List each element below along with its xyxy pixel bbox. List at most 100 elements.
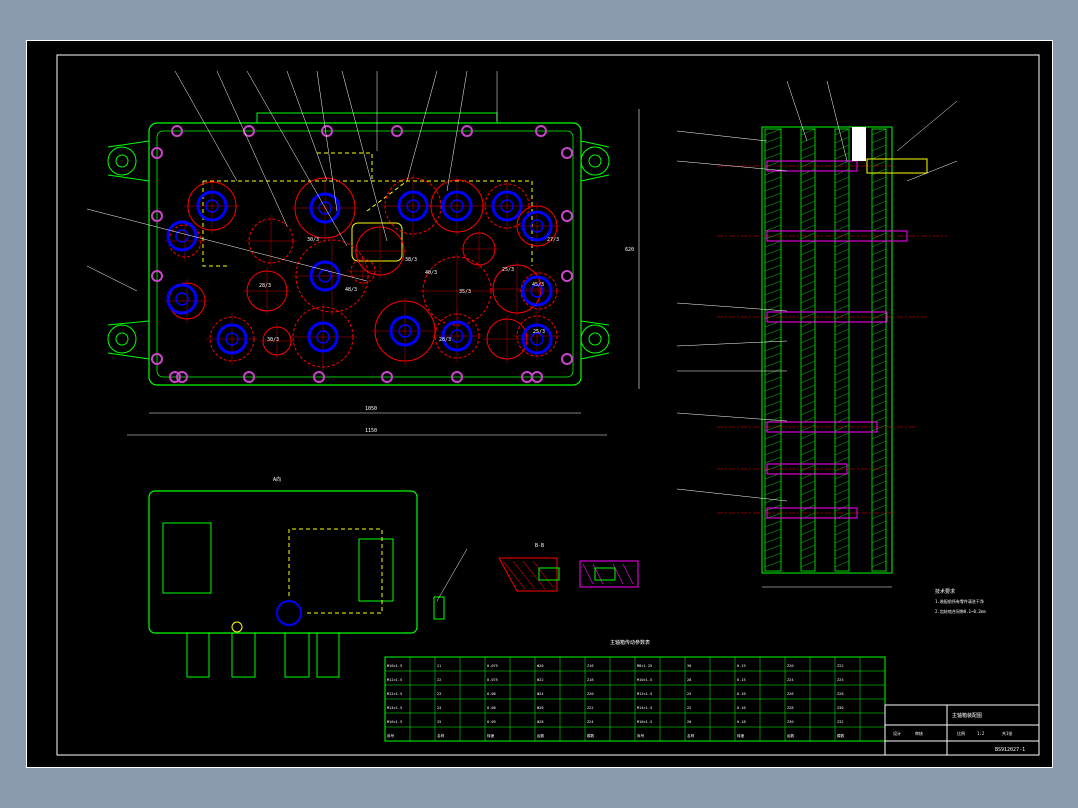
hatch-line: [764, 296, 782, 304]
hatch-line: [871, 256, 887, 264]
hatch-line: [871, 272, 887, 280]
hatch-line: [834, 224, 850, 232]
title-block-frame: [884, 704, 1040, 756]
hatch-line: [764, 304, 782, 312]
table-cell: 0.16: [737, 692, 746, 696]
side-window-left: [162, 522, 212, 594]
shaft-3: [766, 421, 878, 433]
table-cell: 22: [437, 678, 441, 682]
hatch-line: [871, 472, 887, 480]
hatch-line: [834, 304, 850, 312]
hatch-line: [834, 208, 850, 216]
plan-view[interactable]: 28/330/348/338/340/335/325/345/327/330/3…: [86, 70, 640, 436]
ear-bl-hole: [115, 332, 129, 346]
detail-c-seal: [594, 567, 616, 581]
side-view[interactable]: A向: [148, 476, 468, 678]
hatch-line: [834, 544, 850, 552]
ear-bl: [107, 324, 137, 354]
hatch-line: [834, 360, 850, 368]
hatch-line: [764, 144, 782, 152]
hatch-line: [800, 544, 816, 552]
hatch-line: [834, 336, 850, 344]
detail-views: B-B: [498, 543, 639, 592]
spindle-13: [521, 210, 553, 242]
hatch-line: [871, 456, 887, 464]
spindle-bore-10: [450, 329, 464, 343]
table-cell: 0.075: [487, 664, 498, 668]
section-hatch: [764, 128, 887, 572]
hatch-line: [871, 544, 887, 552]
hatch-line: [800, 368, 816, 376]
spindle-bore-11: [530, 332, 544, 346]
hatch-line: [834, 240, 850, 248]
gear-label-layer: 28/330/348/338/340/335/325/345/327/330/3…: [259, 237, 559, 343]
hatch-line: [800, 528, 816, 536]
table-header-cell: 名称: [687, 733, 695, 738]
table-cell: Z22: [837, 664, 844, 668]
drawing-canvas[interactable]: 28/330/348/338/340/335/325/345/327/330/3…: [27, 41, 1054, 769]
hatch-line: [834, 296, 850, 304]
table-cell: M10×1.5: [637, 678, 652, 682]
hatch-line: [871, 176, 887, 184]
hatch-line: [800, 336, 816, 344]
hatch-line: [764, 272, 782, 280]
hatch-line: [834, 344, 850, 352]
shaft-0: [766, 160, 858, 172]
section-top-block: [852, 127, 866, 161]
hatch-line: [871, 520, 887, 528]
hatch-line: [764, 368, 782, 376]
hatch-line: [764, 424, 782, 432]
hatch-line: [800, 184, 816, 192]
section-view[interactable]: 技术要求 1.装配前所有零件清洗干净 2.齿轮啮合间隙0.1~0.2mm: [676, 80, 986, 614]
part-name: 主轴箱装配图: [952, 712, 982, 719]
table-header-cell: 齿数: [537, 733, 545, 738]
hatch-line: [764, 456, 782, 464]
hatch-line: [871, 496, 887, 504]
hatch-line: [871, 152, 887, 160]
hatch-line: [764, 256, 782, 264]
title-block[interactable]: 主轴箱装配图 设计 审核 比例 1:2 共1张 BS912027-1: [884, 704, 1040, 756]
table-cell: Z28: [787, 706, 794, 710]
side-view-title: A向: [273, 476, 281, 483]
bolt-21: [531, 371, 543, 383]
spindle-7: [216, 323, 248, 355]
hatch-line: [834, 536, 850, 544]
hatch-line: [800, 536, 816, 544]
hatch-line: [800, 384, 816, 392]
spindle-9: [389, 315, 421, 347]
hatch-line: [764, 440, 782, 448]
bolt-2: [321, 125, 333, 137]
table-cell: M16×1.5: [387, 720, 402, 724]
housing-inner: [156, 130, 574, 378]
spindle-8: [307, 321, 339, 353]
bolt-6: [151, 147, 163, 159]
table-cell: 0.075: [487, 678, 498, 682]
hatch-line: [764, 560, 782, 568]
section-leaders: [676, 80, 958, 502]
hatch-line: [871, 224, 887, 232]
hatch-line: [764, 384, 782, 392]
hatch-line: [871, 448, 887, 456]
hatch-line: [800, 152, 816, 160]
table-cell: 25: [687, 692, 691, 696]
hatch-line: [834, 376, 850, 384]
hatch-line: [764, 288, 782, 296]
hatch-line: [800, 488, 816, 496]
table-cell: Z30: [787, 720, 794, 724]
table-header-cell: 模数: [837, 733, 845, 738]
section-wall-2: [834, 128, 850, 572]
hatch-line: [800, 248, 816, 256]
spindle-bore-12: [530, 284, 544, 298]
hatch-line: [834, 560, 850, 568]
table-cell: M10×1.5: [387, 664, 402, 668]
hatch-line: [834, 392, 850, 400]
hatch-line: [834, 520, 850, 528]
hatch-line: [871, 488, 887, 496]
drawing-number: BS912027-1: [995, 747, 1025, 753]
hatch-line: [800, 456, 816, 464]
table-header-cell: 模数: [587, 733, 595, 738]
table-cell: Φ26: [537, 706, 544, 710]
hatch-line: [764, 280, 782, 288]
